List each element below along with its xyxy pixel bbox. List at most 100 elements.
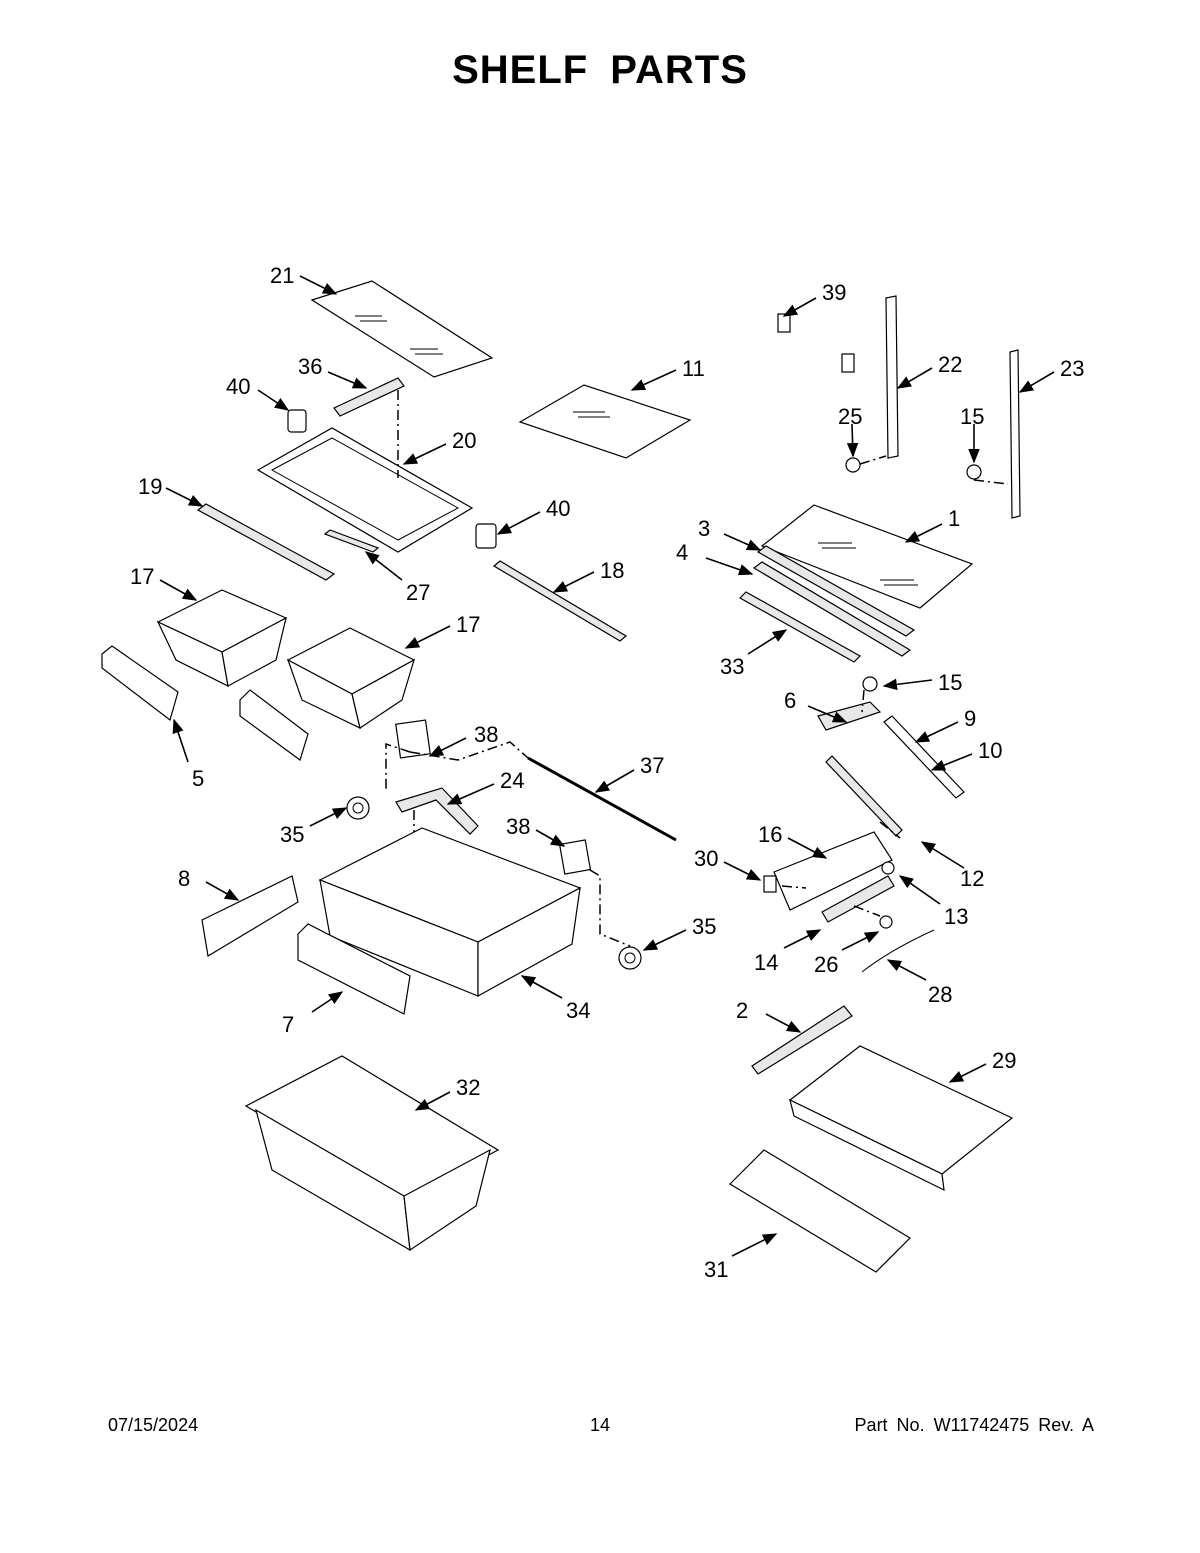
callout-24: 24 [446, 768, 524, 805]
callout-21: 21 [270, 263, 338, 295]
callout-8: 8 [178, 866, 240, 901]
part-34-wire-basket [318, 827, 582, 998]
callout-label: 29 [992, 1048, 1016, 1073]
callout-label: 26 [814, 952, 838, 977]
callout-20: 20 [402, 428, 476, 465]
page-title: SHELF PARTS [452, 48, 748, 92]
callout-label: 30 [694, 846, 718, 871]
callout-label: 11 [682, 356, 705, 381]
callout-label: 4 [676, 540, 688, 565]
part-33-trim [739, 591, 861, 663]
callout-3: 3 [698, 516, 762, 551]
callout-arrow [630, 369, 677, 391]
callout-arrow [414, 1091, 451, 1111]
part-2-rail [751, 1005, 853, 1075]
part-28-wire [861, 929, 935, 973]
callout-arrow [723, 861, 762, 881]
callout-label: 15 [938, 670, 962, 695]
part-17-crisper-right [286, 627, 416, 730]
callout-12: 12 [920, 841, 984, 891]
callout-arrow [535, 829, 566, 847]
callout-arrow [782, 297, 817, 317]
part-3-4-trim [752, 545, 916, 657]
callout-arrow [327, 371, 368, 389]
part-22-shelf-rail [885, 295, 899, 459]
callout-label: 22 [938, 352, 962, 377]
callout-label: 33 [720, 654, 744, 679]
callout-label: 40 [226, 374, 250, 399]
part-30-clip [763, 875, 777, 893]
callout-10: 10 [930, 738, 1002, 771]
part-38-bracket-right [558, 839, 592, 875]
callout-arrow [807, 705, 848, 723]
callout-34: 34 [520, 975, 590, 1023]
callout-arrow [846, 423, 859, 458]
callout-arrow [165, 487, 204, 507]
callout-label: 32 [456, 1075, 480, 1100]
part-6-bracket [817, 701, 882, 731]
callout-arrow [446, 783, 495, 805]
part-8-divider [201, 875, 299, 957]
callout-40b: 40 [496, 496, 570, 535]
callout-label: 18 [600, 558, 624, 583]
callout-28: 28 [886, 959, 952, 1007]
callout-38b: 38 [506, 814, 566, 847]
callout-arrow [402, 443, 447, 465]
callout-label: 31 [704, 1257, 728, 1282]
callout-label: 17 [130, 564, 154, 589]
callout-arrow [428, 737, 467, 757]
callout-arrow [642, 929, 687, 951]
callout-15b: 15 [882, 670, 962, 695]
callout-arrow [404, 625, 451, 649]
part-16-slide-assembly [773, 831, 893, 911]
callout-6: 6 [784, 688, 848, 723]
callout-22: 22 [896, 352, 962, 389]
callout-label: 6 [784, 688, 796, 713]
callout-label: 23 [1060, 356, 1084, 381]
callout-arrow [747, 629, 788, 655]
callout-17b: 17 [404, 612, 480, 649]
callout-label: 35 [280, 822, 304, 847]
callout-arrow [520, 975, 563, 999]
callout-arrow [299, 275, 338, 295]
callout-arrow [765, 1013, 802, 1033]
callout-33: 33 [720, 629, 788, 679]
callout-label: 24 [500, 768, 524, 793]
callout-label: 38 [474, 722, 498, 747]
callout-arrow [882, 678, 933, 691]
callout-label: 37 [640, 753, 664, 778]
callout-label: 34 [566, 998, 590, 1023]
callout-38a: 38 [428, 722, 498, 757]
part-25-screw [845, 457, 861, 473]
part-18-trim [492, 560, 628, 642]
part-1-glass-shelf [760, 504, 974, 609]
callout-23: 23 [1018, 356, 1084, 393]
callout-arrow [723, 533, 762, 551]
callout-arrow [311, 991, 344, 1013]
callout-19: 19 [138, 474, 204, 507]
part-17-crisper-left [156, 589, 288, 688]
callout-arrow [594, 769, 635, 793]
callout-label: 14 [754, 950, 778, 975]
part-20-shelf-frame [256, 427, 474, 553]
callout-label: 3 [698, 516, 710, 541]
callout-arrow [930, 753, 973, 771]
footer-page-number: 14 [589, 1415, 611, 1435]
part-21-glass-shelf [310, 280, 494, 378]
callout-17a: 17 [130, 564, 198, 601]
callout-7: 7 [282, 991, 344, 1037]
callout-arrow [914, 721, 959, 743]
callout-label: 20 [452, 428, 476, 453]
callout-arrow [896, 367, 933, 389]
callout-arrow [309, 807, 348, 827]
callout-arrow [920, 841, 965, 869]
part-12-rail [825, 755, 903, 837]
part-31-drawer-front [729, 1149, 911, 1273]
callout-18: 18 [552, 558, 624, 593]
part-13-screw [881, 861, 895, 875]
part-15-screw-upper [966, 464, 982, 480]
callout-label: 10 [978, 738, 1002, 763]
callout-label: 36 [298, 354, 322, 379]
part-39-clip-upper [777, 313, 791, 333]
